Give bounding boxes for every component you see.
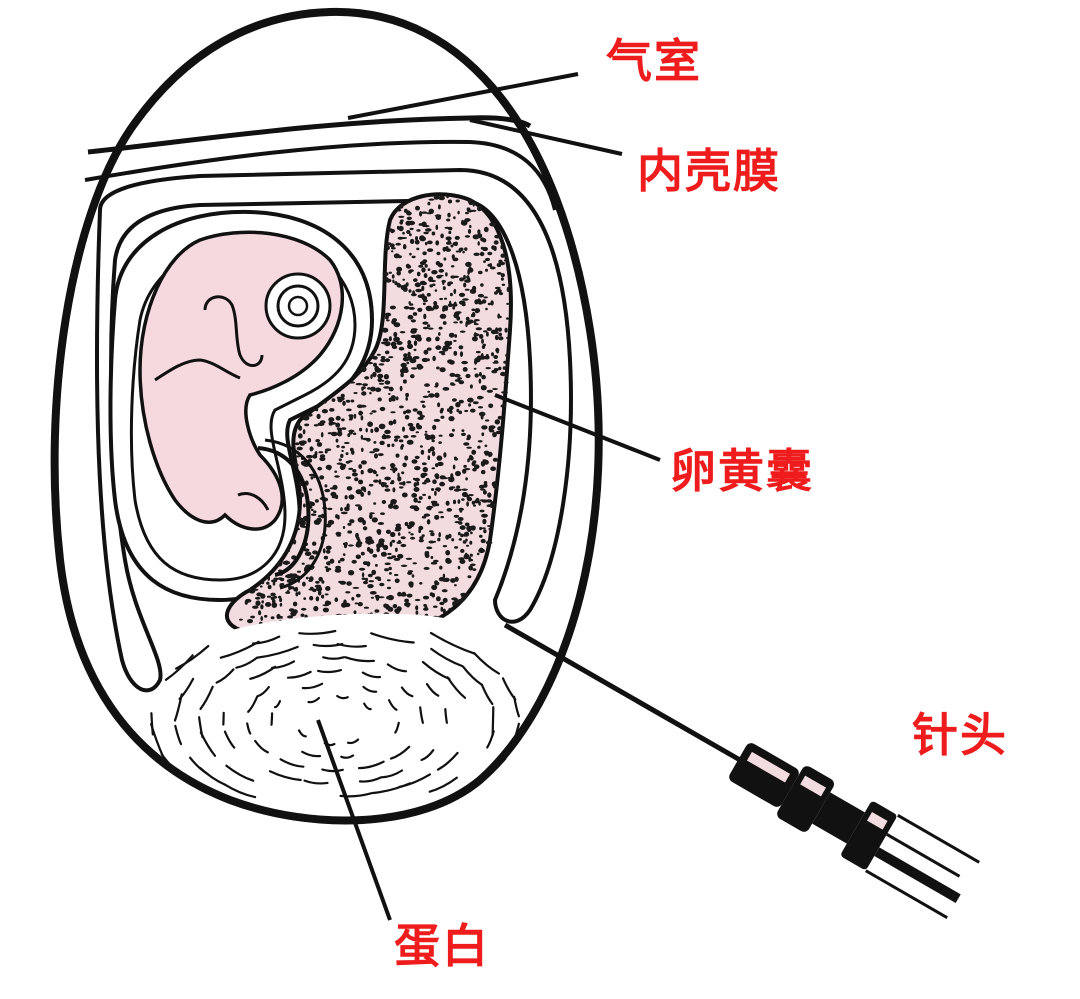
leader-air-cell bbox=[347, 72, 579, 120]
yolk-sac-label: 卵黄囊 bbox=[670, 444, 814, 498]
albumen-label: 蛋白 bbox=[394, 919, 490, 973]
needle-shaft bbox=[503, 622, 742, 763]
air-cell-label: 气室 bbox=[606, 34, 702, 88]
yolk-speckle-pattern bbox=[238, 195, 510, 640]
embryo-limb-bud bbox=[154, 358, 241, 382]
leader-yolk-sac bbox=[494, 393, 661, 462]
umbilical-stalk-2 bbox=[264, 438, 327, 590]
leader-albumen bbox=[316, 719, 392, 921]
embryo-brain-fold bbox=[203, 295, 264, 367]
inner-shell-membrane-line bbox=[84, 139, 557, 211]
embryo-eye-inner bbox=[287, 295, 309, 317]
leader-inner-membrane bbox=[469, 118, 623, 156]
air-cell-boundary bbox=[87, 115, 532, 155]
albumen-stroke-pattern bbox=[150, 629, 520, 799]
embryo-tail-curl bbox=[237, 492, 270, 511]
albumen-region bbox=[174, 613, 506, 802]
chorion-loop bbox=[94, 167, 573, 693]
umbilical-stalk bbox=[257, 446, 311, 577]
needle-hub bbox=[729, 743, 980, 920]
inner-shell-membrane-label: 内壳膜 bbox=[637, 144, 781, 198]
needle-label: 针头 bbox=[912, 708, 1008, 762]
